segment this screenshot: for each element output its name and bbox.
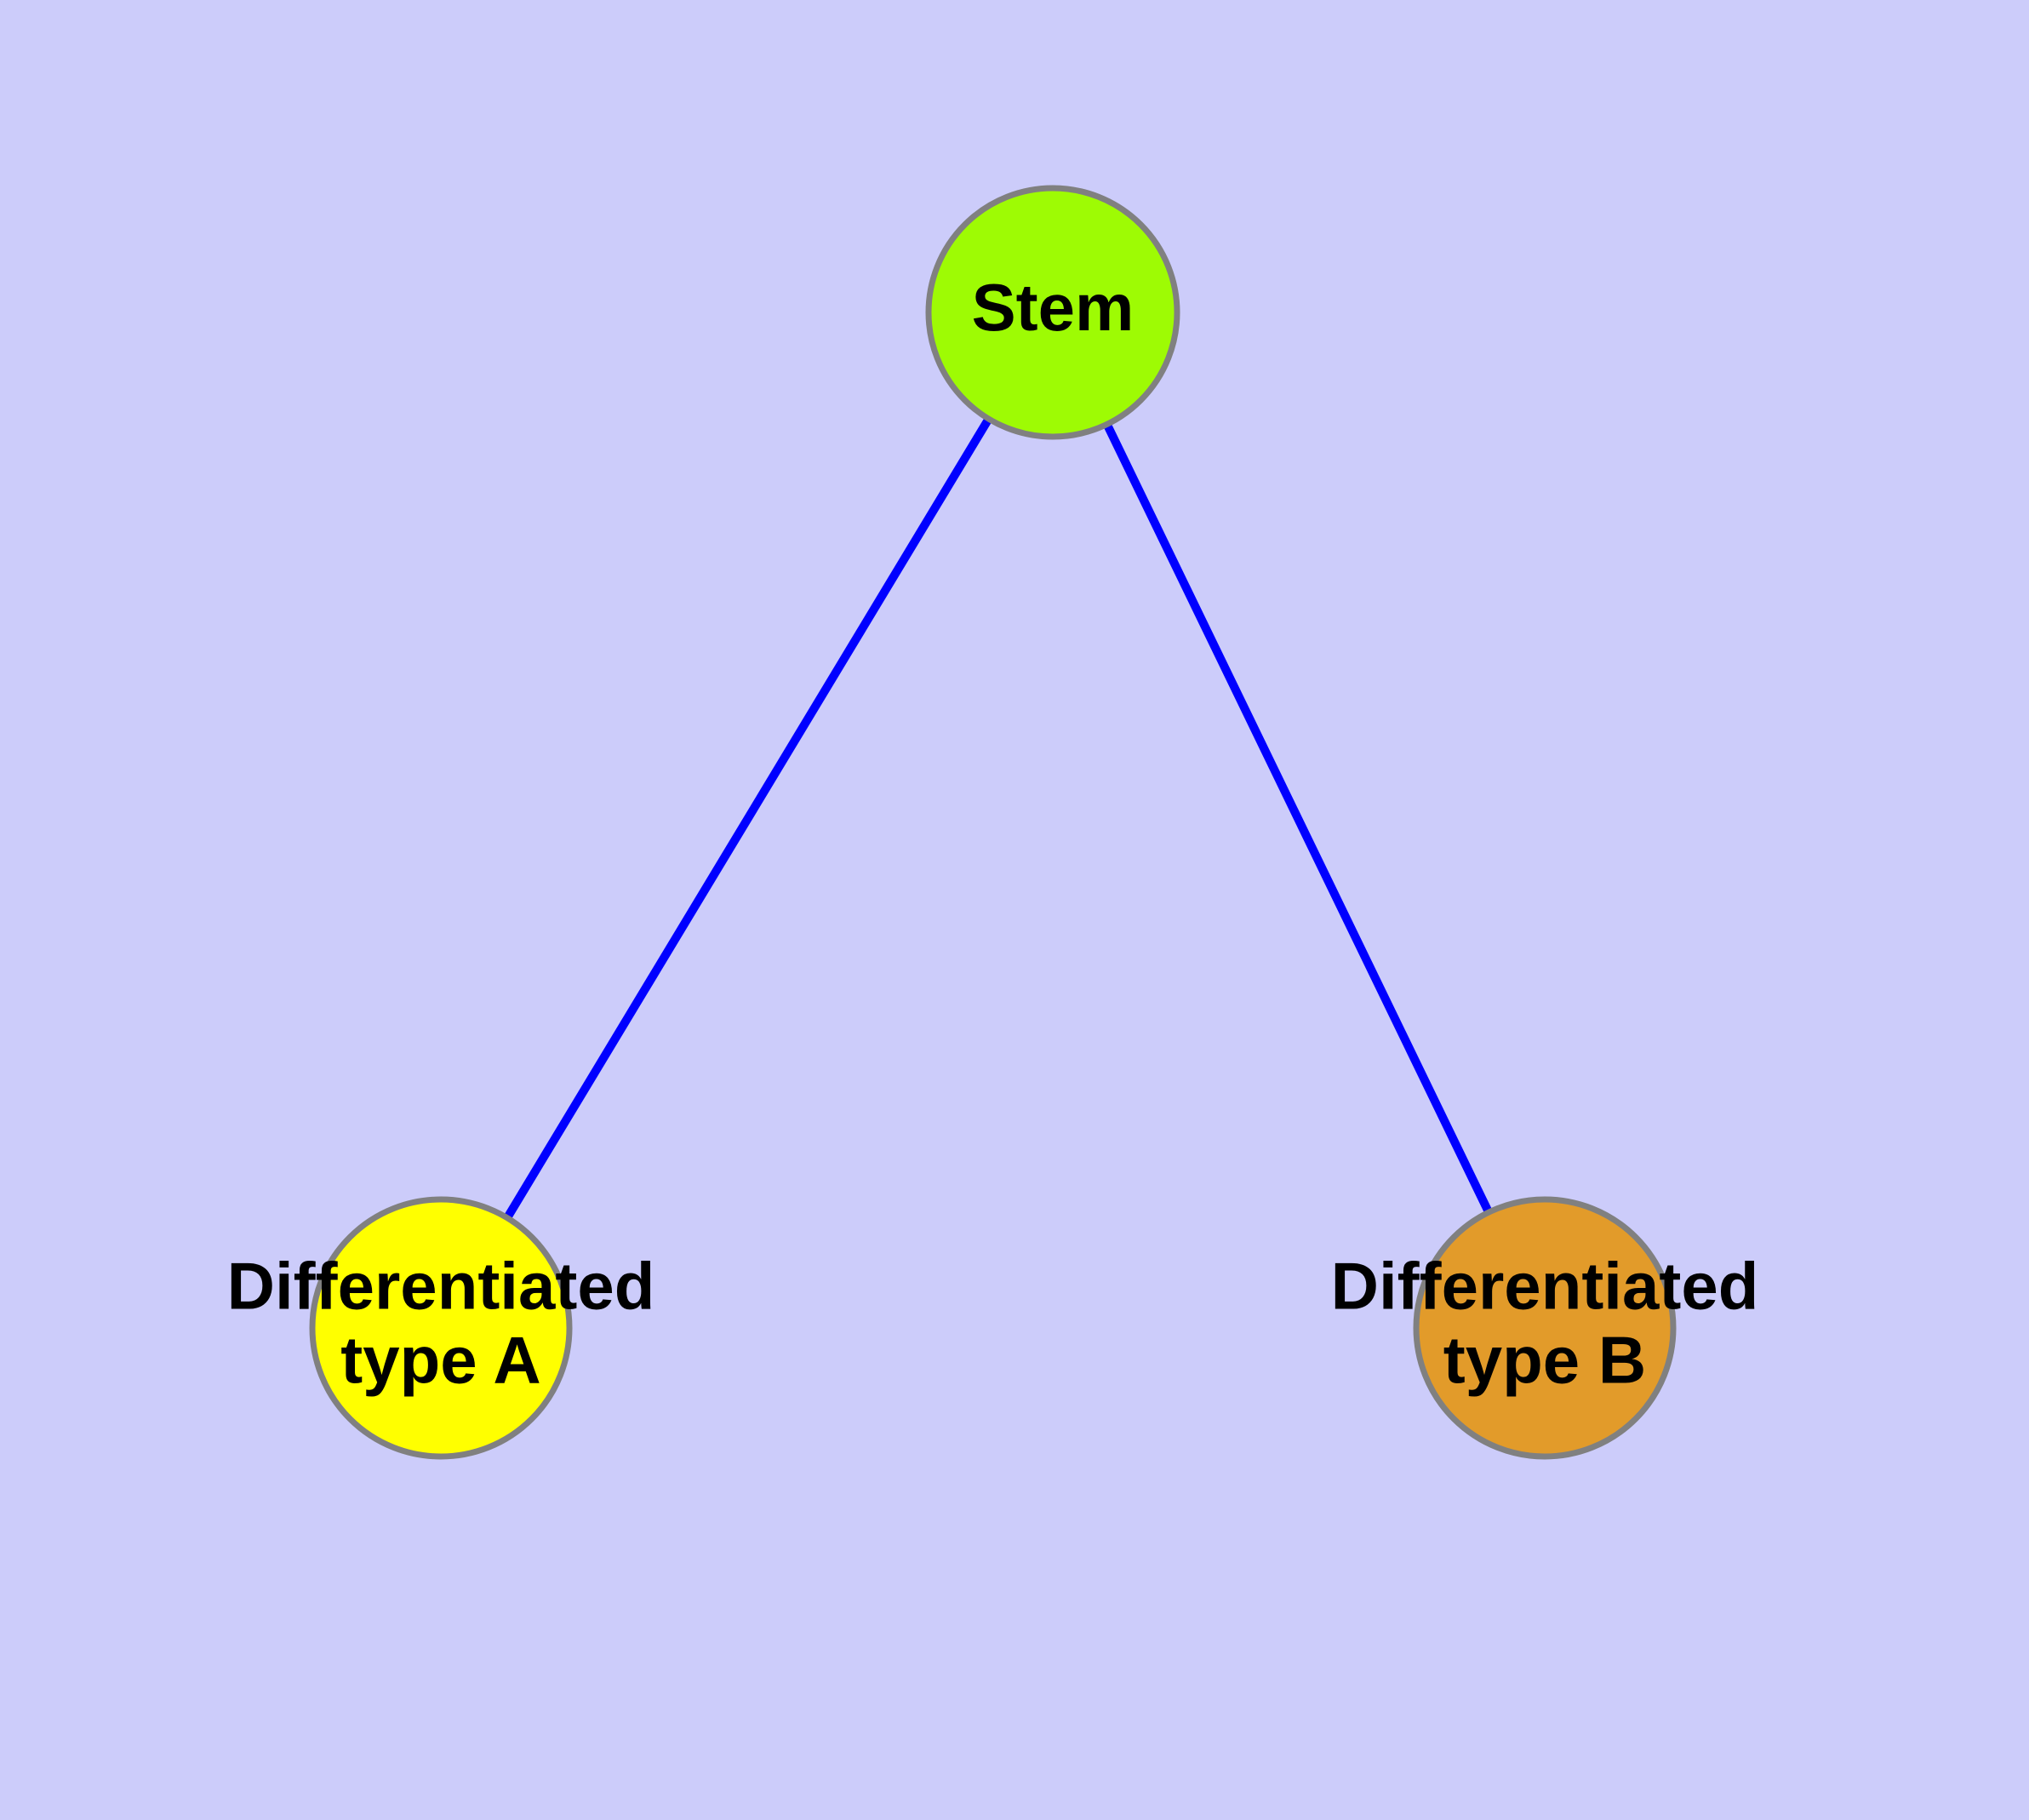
edge-stem-to-differentiated-type-b[interactable] [1103, 422, 1493, 1215]
node-differentiated-type-a[interactable] [309, 1196, 573, 1460]
node-differentiated-type-b[interactable] [1413, 1196, 1677, 1460]
edge-stem-to-differentiated-type-a[interactable] [503, 416, 992, 1221]
node-label-stem: Stem [972, 270, 1135, 345]
edges-layer [503, 416, 1493, 1221]
node-stem[interactable] [925, 185, 1180, 440]
node-label-line: Stem [972, 270, 1135, 345]
node-label-line: Differentiated [227, 1248, 655, 1323]
node-label-line: Differentiated [1331, 1248, 1759, 1323]
nodes-layer [309, 185, 1677, 1460]
node-label-line: type A [340, 1322, 541, 1397]
node-label-line: type B [1443, 1322, 1646, 1397]
